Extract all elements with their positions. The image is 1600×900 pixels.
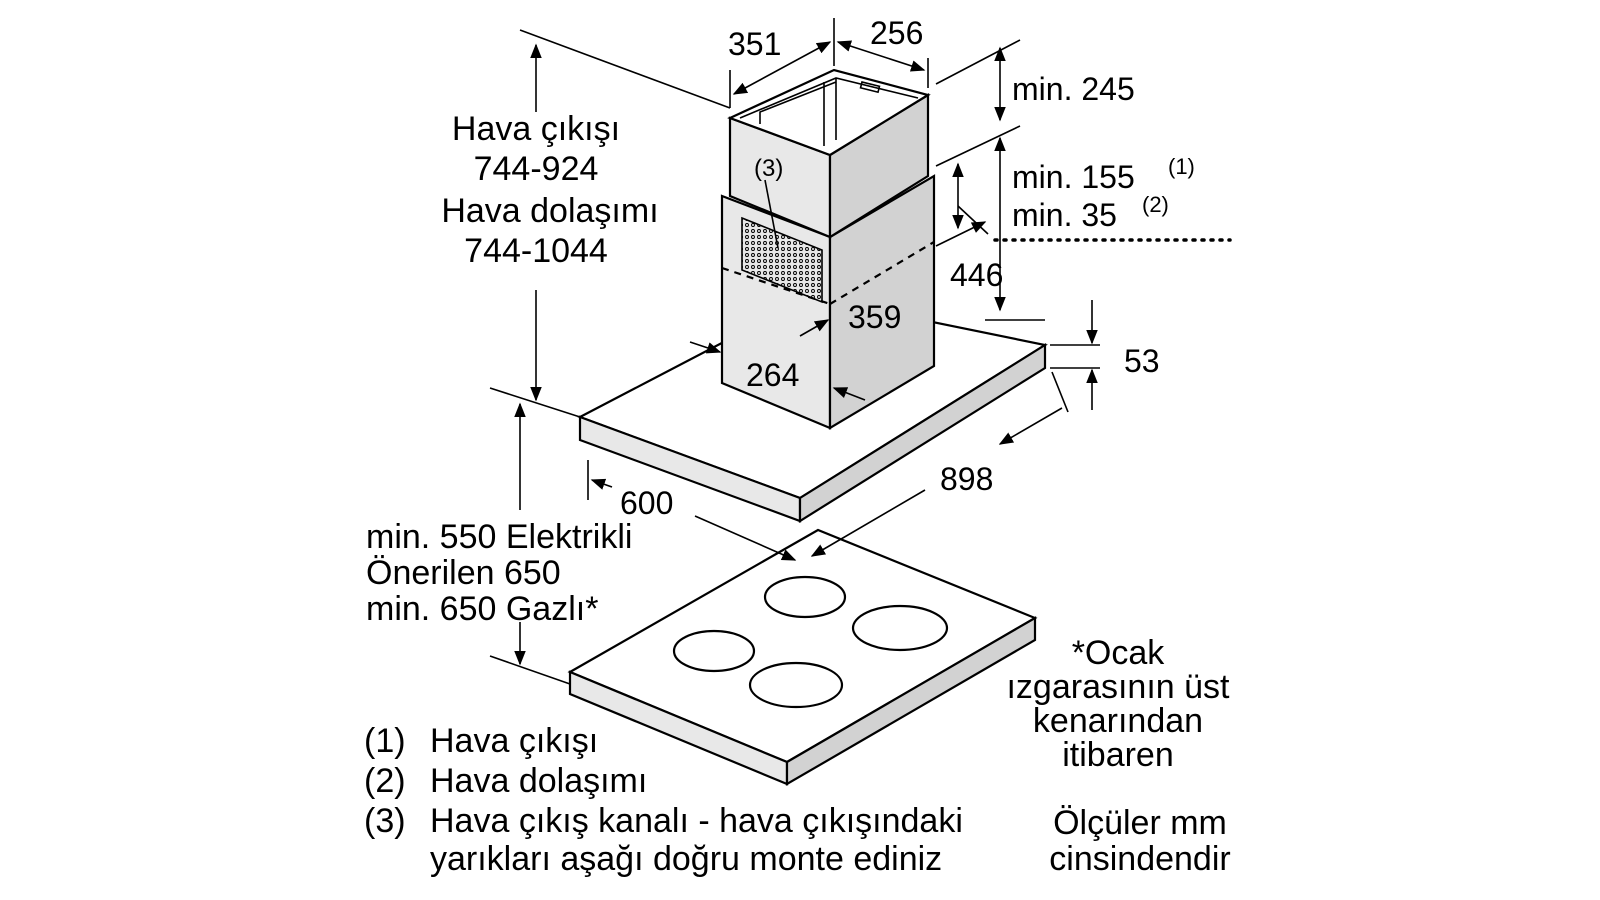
- burner-back: [763, 575, 847, 619]
- chimney-bracket: [739, 77, 919, 146]
- dim-min-35-ref: (2): [1142, 192, 1169, 217]
- clearance-label: min. 550 Elektrikli Önerilen 650 min. 65…: [366, 518, 632, 628]
- height-label-line4: 744-1044: [464, 232, 608, 270]
- clearance-line1: min. 550 Elektrikli: [366, 518, 632, 556]
- dim-min-155: min. 155: [1012, 159, 1135, 195]
- clearance-line2: Önerilen 650: [366, 554, 561, 592]
- legend-text-3b: yarıkları aşağı doğru monte ediniz: [430, 840, 942, 878]
- dim-446: 446: [950, 257, 1003, 293]
- cooktop: [567, 528, 1038, 786]
- dim-351: 351: [728, 26, 781, 62]
- burner-front: [748, 661, 844, 709]
- lower-chimney-side: [828, 174, 936, 430]
- legend-text-3: Hava çıkış kanalı - hava çıkışındaki: [430, 802, 963, 840]
- canopy-side-face: [798, 343, 1047, 523]
- legend-text-2: Hava dolaşımı: [430, 762, 647, 800]
- dim-min-155-ref: (1): [1168, 154, 1195, 179]
- footnote-line1: *Ocak: [1072, 634, 1166, 672]
- dimension-lines: [489, 18, 1232, 685]
- dim-256: 256: [870, 15, 923, 51]
- height-label: Hava çıkışı 744-924 Hava dolaşımı 744-10…: [441, 110, 658, 270]
- units-line1: Ölçüler mm: [1053, 804, 1227, 842]
- dim-264: 264: [746, 357, 799, 393]
- burner-right: [851, 604, 949, 652]
- legend-text-1: Hava çıkışı: [430, 722, 598, 760]
- cooktop-side-face: [785, 616, 1037, 786]
- height-label-line2: 744-924: [474, 150, 599, 188]
- footnote-line2: ızgarasının üst: [1006, 668, 1230, 706]
- footnote-line4: itibaren: [1062, 736, 1174, 774]
- dim-359: 359: [848, 299, 901, 335]
- legend-num-3: (3): [364, 802, 406, 840]
- dim-600: 600: [620, 485, 673, 521]
- height-label-line1: Hava çıkışı: [452, 110, 620, 148]
- overlap-dash-front: [721, 266, 831, 306]
- clearance-line3: min. 650 Gazlı*: [366, 590, 598, 628]
- dim-min-245: min. 245: [1012, 71, 1135, 107]
- legend-num-2: (2): [364, 762, 406, 800]
- legend: (1) Hava çıkışı (2) Hava dolaşımı (3) Ha…: [364, 722, 963, 878]
- cooktop-top-face: [567, 528, 1038, 764]
- grate-footnote: *Ocak ızgarasının üst kenarından itibare…: [1006, 634, 1230, 774]
- callout-3: (3): [754, 155, 783, 182]
- footnote-line3: kenarından: [1033, 702, 1203, 740]
- dim-min-35: min. 35: [1012, 197, 1117, 233]
- burner-left: [672, 629, 756, 673]
- bracket-slot: [859, 81, 881, 94]
- units-line2: cinsindendir: [1049, 840, 1230, 878]
- dim-53: 53: [1124, 343, 1160, 379]
- height-label-line3: Hava dolaşımı: [441, 192, 658, 230]
- dim-898: 898: [940, 461, 993, 497]
- units-note: Ölçüler mm cinsindendir: [1049, 804, 1230, 878]
- legend-num-1: (1): [364, 722, 406, 760]
- chimney: [720, 68, 936, 430]
